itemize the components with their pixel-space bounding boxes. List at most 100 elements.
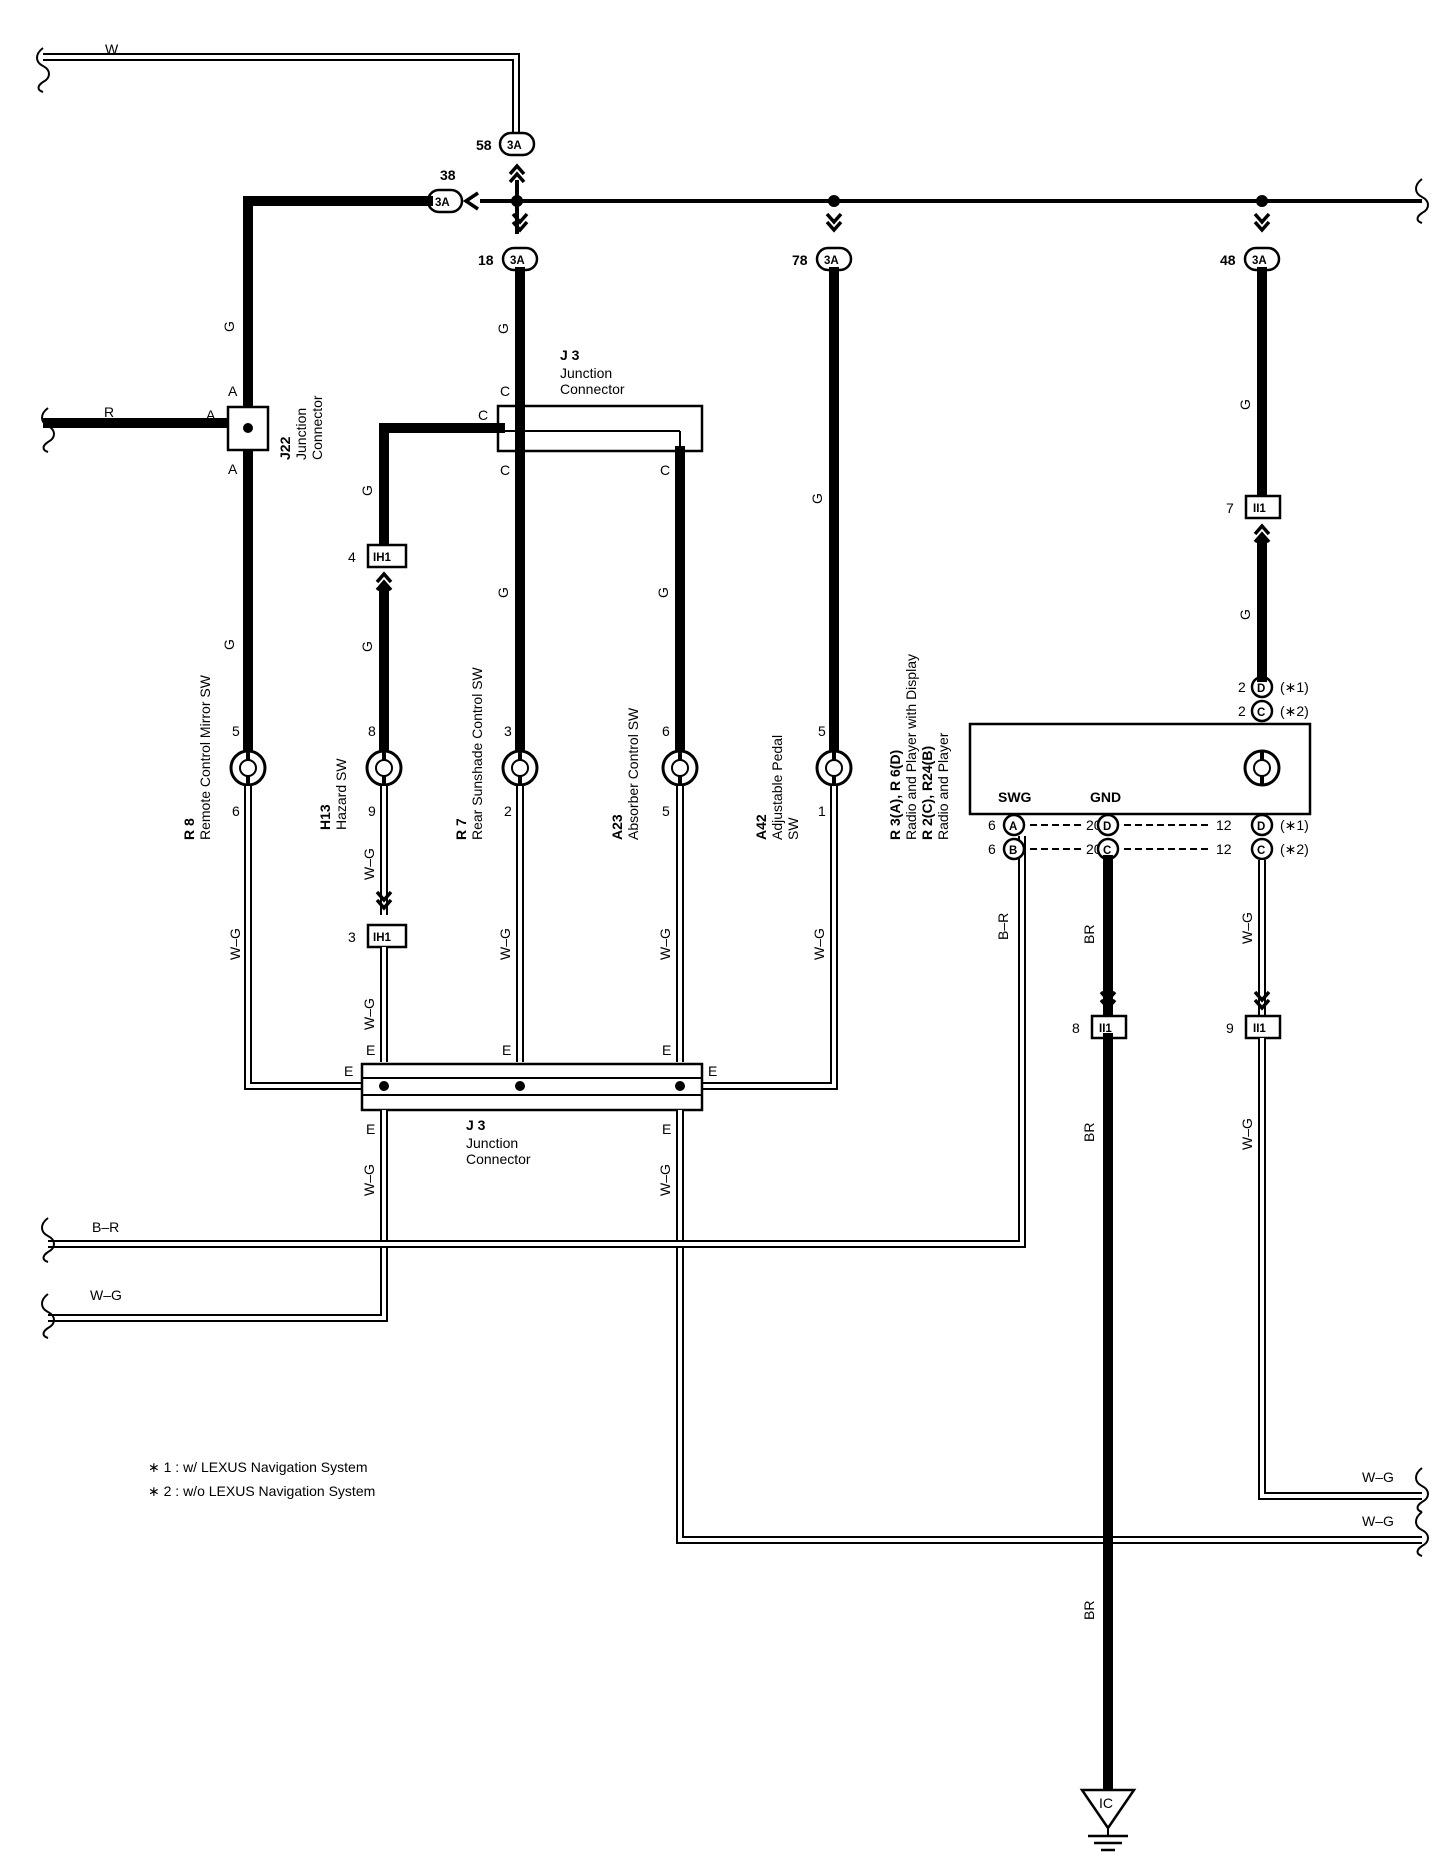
svg-text:Hazard SW: Hazard SW (333, 758, 349, 830)
svg-text:W–G: W–G (90, 1287, 122, 1303)
svg-text:8: 8 (1072, 1020, 1080, 1036)
svg-text:A: A (228, 461, 238, 477)
svg-text:W–G: W–G (1362, 1469, 1394, 1485)
svg-text:W–G: W–G (497, 928, 513, 960)
svg-text:J 3: J 3 (560, 347, 580, 363)
svg-text:5: 5 (232, 723, 240, 739)
svg-text:3: 3 (348, 929, 356, 945)
svg-text:9: 9 (368, 803, 376, 819)
svg-text:W–G: W–G (1239, 1118, 1255, 1150)
svg-text:(∗1): (∗1) (1280, 817, 1309, 833)
svg-text:6: 6 (662, 723, 670, 739)
svg-text:W–G: W–G (1239, 912, 1255, 944)
svg-text:58: 58 (476, 137, 492, 153)
note-nav: ∗ 1 : w/ LEXUS Navigation System (148, 1459, 367, 1475)
svg-text:E: E (708, 1063, 717, 1079)
svg-text:(∗2): (∗2) (1280, 703, 1309, 719)
svg-text:R 8: R 8 (181, 818, 197, 840)
svg-text:IC: IC (1099, 1795, 1113, 1811)
svg-text:BR: BR (1081, 1601, 1097, 1620)
svg-text:A42: A42 (753, 814, 769, 840)
svg-text:GND: GND (1090, 789, 1121, 805)
svg-text:B–R: B–R (995, 913, 1011, 940)
svg-text:4: 4 (348, 549, 356, 565)
svg-text:G: G (221, 639, 237, 650)
svg-text:C: C (660, 462, 670, 478)
r7-rear-sunshade-control-sw: 3 2 R 7 Rear Sunshade Control SW (453, 666, 539, 840)
svg-text:W–G: W–G (657, 1164, 673, 1196)
svg-text:3A: 3A (507, 140, 522, 152)
r8-remote-control-mirror-sw: 5 6 R 8 Remote Control Mirror SW (181, 674, 267, 840)
svg-text:12: 12 (1216, 817, 1232, 833)
h13-hazard-sw: 8 9 H13 Hazard SW (317, 723, 403, 830)
svg-text:B: B (1009, 845, 1017, 857)
connector-ii1-9: II1 9 (1226, 1014, 1282, 1040)
svg-text:2: 2 (1238, 679, 1246, 695)
w-wire: W (36, 41, 520, 132)
svg-text:Junction: Junction (466, 1135, 518, 1151)
connector-3a-38: 3A 38 (426, 167, 479, 214)
connector-ih1-top: IH1 4 (348, 543, 408, 592)
svg-text:Connector: Connector (309, 395, 325, 460)
svg-text:6: 6 (988, 841, 996, 857)
svg-text:Adjustable Pedal: Adjustable Pedal (769, 735, 785, 840)
svg-text:IH1: IH1 (373, 932, 392, 944)
svg-text:7: 7 (1226, 500, 1234, 516)
svg-text:G: G (359, 641, 375, 652)
svg-text:II1: II1 (1253, 1023, 1266, 1035)
svg-text:H13: H13 (317, 804, 333, 830)
svg-text:W–G: W–G (361, 1164, 377, 1196)
connector-ii1-7: II1 7 (1226, 494, 1282, 544)
svg-text:W–G: W–G (811, 928, 827, 960)
svg-text:A: A (206, 407, 216, 423)
b-r-wire (48, 836, 1026, 1248)
j22-junction-connector: R A A A J22 Junction Connector (41, 383, 325, 477)
svg-text:(∗1): (∗1) (1280, 679, 1309, 695)
svg-text:W–G: W–G (361, 848, 377, 880)
j3-bottom-junction-connector: E E E E E E E J 3 Junction Connector (344, 1042, 717, 1167)
svg-text:C: C (500, 383, 510, 399)
svg-text:BR: BR (1081, 1123, 1097, 1142)
connector-3a-58: 3A 58 (476, 131, 536, 184)
svg-text:C: C (1103, 845, 1111, 857)
connector-ih1-bottom: IH1 3 (348, 923, 408, 949)
svg-text:R 3(A), R 6(D): R 3(A), R 6(D) (887, 750, 903, 840)
svg-text:SW: SW (785, 817, 801, 840)
svg-text:A23: A23 (609, 814, 625, 840)
svg-text:Junction: Junction (560, 365, 612, 381)
svg-text:G: G (1237, 399, 1253, 410)
svg-text:W–G: W–G (227, 928, 243, 960)
svg-text:R 7: R 7 (453, 818, 469, 840)
j3-top-junction-connector: J 3 Junction Connector C C C C (478, 347, 704, 478)
svg-text:48: 48 (1220, 252, 1236, 268)
svg-text:B–R: B–R (92, 1219, 119, 1235)
svg-text:C: C (500, 462, 510, 478)
g-wire-r8 (243, 196, 433, 765)
connector-3a-48: 3A 48 (1220, 212, 1281, 272)
svg-text:D: D (1257, 683, 1265, 695)
svg-text:Connector: Connector (466, 1151, 531, 1167)
svg-text:2: 2 (1238, 703, 1246, 719)
svg-text:W–G: W–G (1362, 1513, 1394, 1529)
svg-text:C: C (1257, 845, 1265, 857)
svg-text:E: E (502, 1042, 511, 1058)
svg-text:3: 3 (504, 723, 512, 739)
svg-text:Radio and Player: Radio and Player (935, 732, 951, 840)
svg-text:3A: 3A (824, 255, 839, 267)
svg-text:G: G (809, 493, 825, 504)
svg-text:W–G: W–G (361, 998, 377, 1030)
a42-adjustable-pedal-sw: 5 1 A42 Adjustable Pedal SW (753, 723, 853, 840)
g-wire-h13 (379, 423, 505, 550)
a23-absorber-control-sw: 6 5 A23 Absorber Control SW (609, 707, 699, 840)
svg-text:R 2(C), R24(B): R 2(C), R24(B) (919, 746, 935, 840)
svg-text:Remote Control Mirror SW: Remote Control Mirror SW (197, 674, 213, 840)
ground-ic: IC (1079, 1788, 1137, 1852)
svg-text:J22: J22 (277, 436, 293, 460)
svg-text:W–G: W–G (657, 928, 673, 960)
svg-text:C: C (1257, 707, 1265, 719)
radio-pins-no-nav: 6 B 20 C 12 C (∗2) (988, 837, 1309, 861)
svg-text:BR: BR (1081, 925, 1097, 944)
svg-text:A: A (228, 383, 238, 399)
connector-3a-18: 3A 18 (478, 212, 539, 272)
